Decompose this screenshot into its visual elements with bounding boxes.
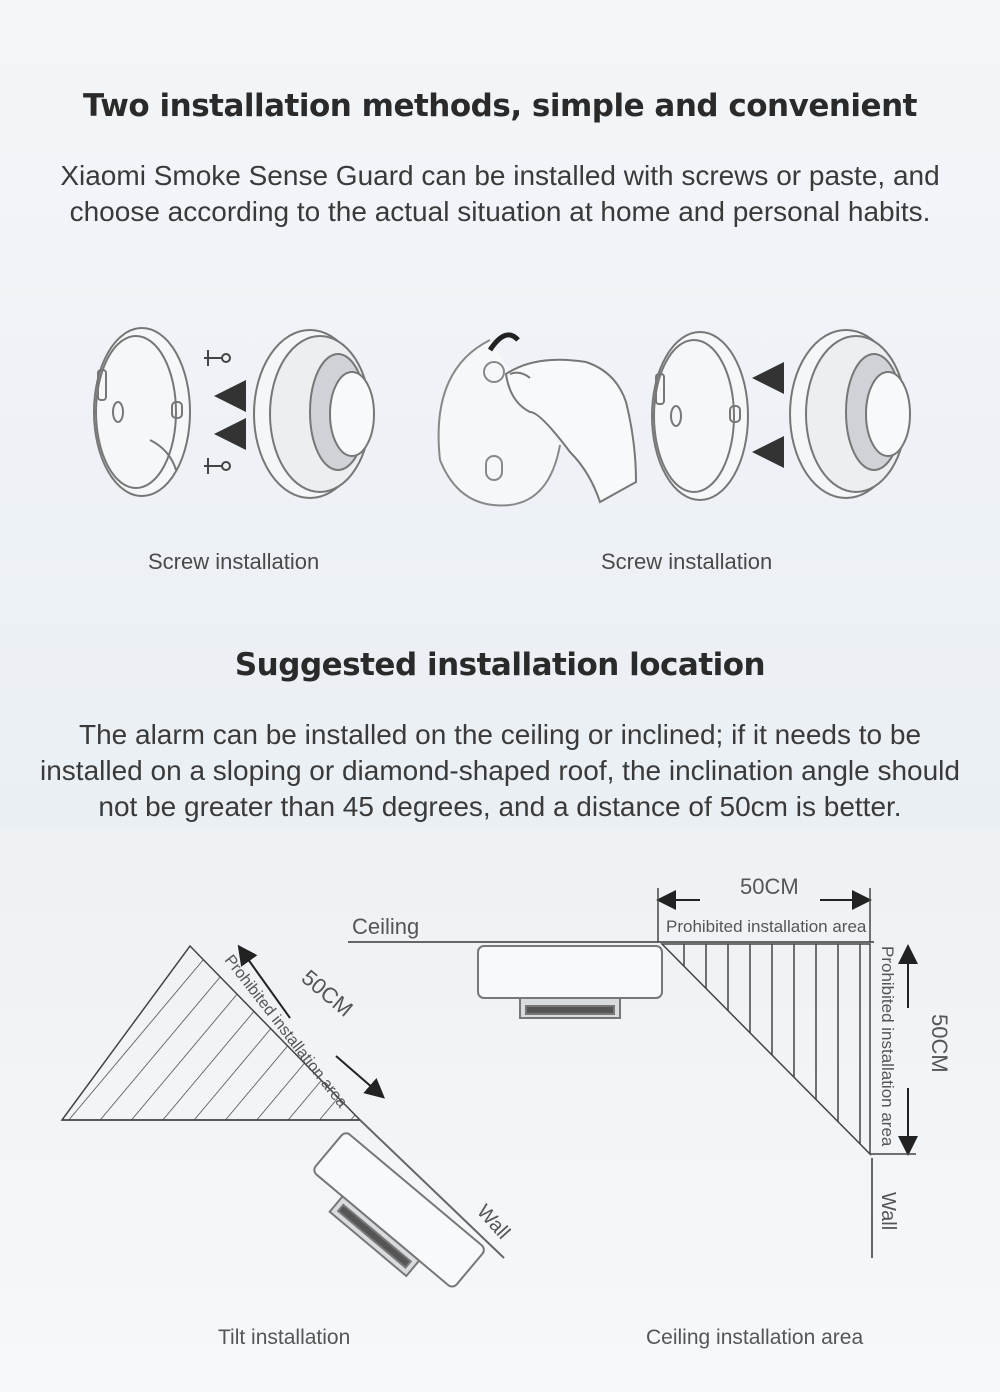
tilted-wall-line	[359, 1119, 505, 1259]
arrow-icon	[214, 380, 246, 450]
side-distance-label: 50CM	[927, 1014, 952, 1073]
adhesive-installation-caption: Screw installation	[601, 549, 773, 574]
tilt-installation-caption: Tilt installation	[218, 1326, 350, 1349]
smoke-detector-left	[253, 329, 375, 499]
side-prohibited-label: Prohibited installation area	[878, 946, 897, 1147]
ceiling-prohibited-area	[660, 943, 871, 1156]
hand-icon	[504, 358, 638, 504]
left-wall-label: Wall	[472, 1201, 514, 1244]
methods-title: Two installation methods, simple and con…	[83, 88, 917, 124]
ceiling-installation-caption: Ceiling installation area	[646, 1326, 863, 1349]
mounting-plate-left	[93, 327, 191, 497]
tilt-distance-arrow	[335, 1055, 386, 1099]
methods-description: Xiaomi Smoke Sense Guard can be installe…	[60, 160, 940, 227]
screw-icon	[204, 350, 231, 474]
right-wall-label: Wall	[877, 1192, 899, 1230]
arrow-icon	[752, 362, 784, 468]
location-title: Suggested installation location	[234, 647, 766, 683]
ceiling-smoke-detector	[477, 945, 663, 1019]
tilted-smoke-detector	[313, 1132, 485, 1288]
smoke-detector-right	[789, 329, 911, 499]
ceiling-label: Ceiling	[352, 914, 419, 939]
top-distance-label: 50CM	[740, 874, 799, 899]
tilt-distance-label: 50CM	[297, 965, 358, 1022]
installation-location-diagram: Ceiling 50CM Prohibited installation are…	[60, 874, 952, 1349]
mounting-plate-adhesive	[437, 332, 561, 507]
location-description: The alarm can be installed on the ceilin…	[40, 719, 960, 822]
installation-methods-illustration	[93, 327, 911, 507]
screw-installation-caption: Screw installation	[148, 549, 320, 574]
top-prohibited-label: Prohibited installation area	[666, 917, 867, 936]
mounting-plate-right	[651, 331, 749, 501]
tilt-distance-arrow	[237, 944, 291, 1019]
